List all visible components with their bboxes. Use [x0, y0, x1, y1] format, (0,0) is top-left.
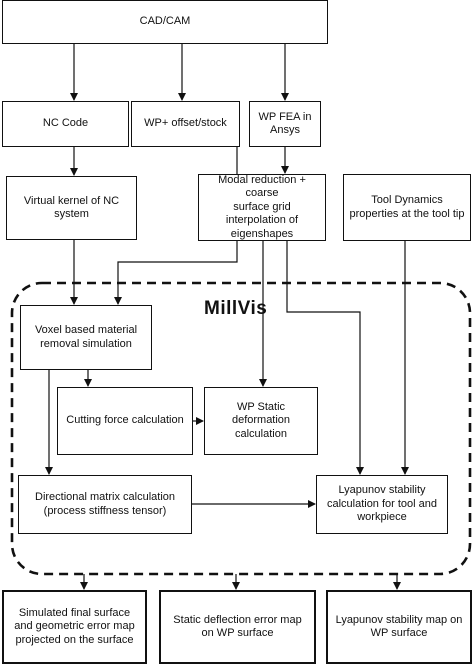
output-static-deflection-label: Static deflection error map on WP surfac… [173, 613, 302, 639]
node-voxel-removal: Voxel based material removal simulation [20, 305, 152, 370]
millvis-label: MillVis [204, 298, 268, 319]
node-tool-dynamics: Tool Dynamics properties at the tool tip [343, 174, 471, 241]
edge-modal-to-lyapunov [286, 241, 364, 475]
node-wp-static-label: WP Static deformation calculation [231, 400, 291, 440]
output-lyapunov-map-label: Lyapunov stability map on WP surface [335, 613, 463, 639]
node-wp-offset: WP+ offset/stock [131, 101, 240, 147]
node-modal-reduction: Modal reduction + coarse surface grid in… [198, 174, 326, 241]
node-cad-cam: CAD/CAM [2, 0, 328, 44]
output-simulated-surface-label: Simulated final surface and geometric er… [14, 606, 135, 646]
node-modal-reduction-label: Modal reduction + coarse surface grid in… [218, 173, 306, 240]
node-lyapunov-calc: Lyapunov stability calculation for tool … [316, 475, 448, 534]
node-lyapunov-calc-label: Lyapunov stability calculation for tool … [326, 484, 438, 524]
node-cutting-force-label: Cutting force calculation [66, 414, 184, 427]
node-wp-fea: WP FEA in Ansys [249, 101, 321, 147]
node-virtual-kernel: Virtual kernel of NC system [6, 176, 137, 240]
node-virtual-kernel-label: Virtual kernel of NC system [23, 194, 120, 220]
output-static-deflection: Static deflection error map on WP surfac… [159, 590, 316, 664]
node-nc-code: NC Code [2, 101, 129, 147]
output-simulated-surface: Simulated final surface and geometric er… [2, 590, 147, 664]
node-wp-fea-label: WP FEA in Ansys [258, 110, 312, 136]
output-lyapunov-map: Lyapunov stability map on WP surface [326, 590, 472, 664]
millvis-region [10, 281, 472, 576]
node-cutting-force: Cutting force calculation [57, 387, 193, 455]
node-directional-matrix: Directional matrix calculation (process … [18, 475, 192, 534]
node-nc-code-label: NC Code [42, 117, 89, 130]
node-wp-static: WP Static deformation calculation [204, 387, 318, 455]
node-wp-offset-label: WP+ offset/stock [144, 117, 227, 130]
node-directional-matrix-label: Directional matrix calculation (process … [35, 491, 175, 517]
node-cad-cam-label: CAD/CAM [139, 15, 191, 28]
node-voxel-removal-label: Voxel based material removal simulation [34, 324, 138, 350]
node-tool-dynamics-label: Tool Dynamics properties at the tool tip [349, 194, 465, 220]
